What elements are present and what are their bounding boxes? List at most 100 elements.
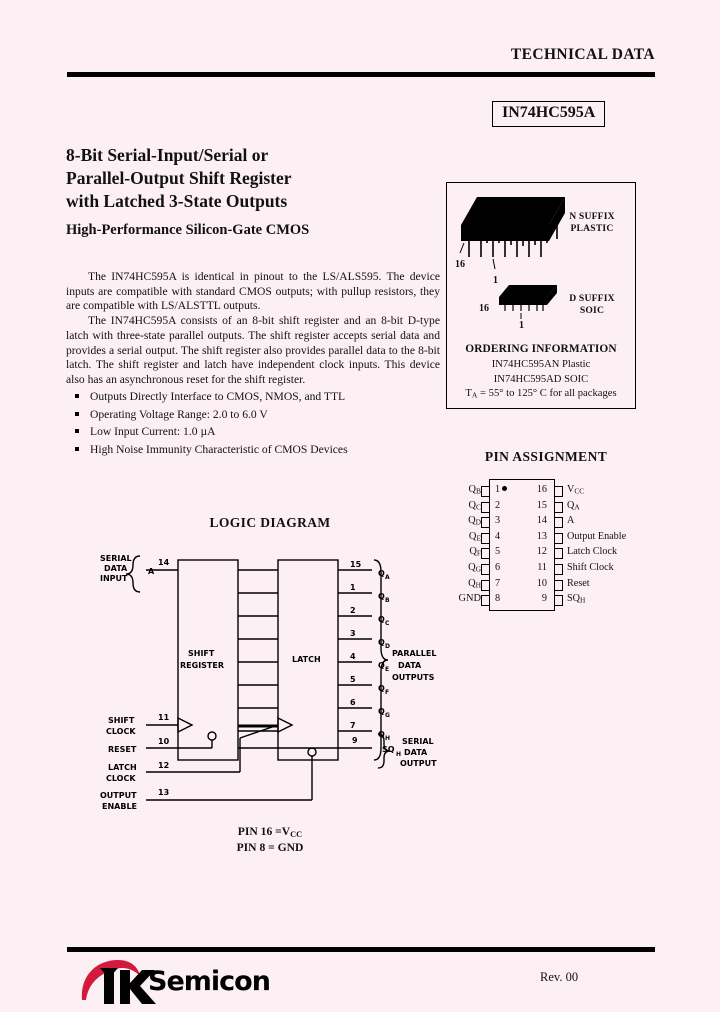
pin-right-label-9: SQH	[567, 593, 586, 605]
pin-right-number-15: 15	[536, 499, 547, 511]
pin-11-number: 11	[158, 713, 170, 722]
pin-supply-note: PIN 16 =VCC PIN 8 = GND	[130, 824, 410, 856]
logic-diagram: SERIAL DATA INPUT A 14 SHIFT REGISTER LA…	[100, 548, 445, 828]
d-suffix-line-2: SOIC	[579, 304, 605, 316]
pin-assignment-title: PIN ASSIGNMENT	[484, 449, 608, 464]
title-line-1: 8-Bit Serial-Input/Serial or	[66, 145, 269, 165]
pin-pad-2	[481, 501, 490, 513]
output-label-QG: Q	[378, 707, 385, 716]
pin-left-label-3: QD	[468, 515, 481, 527]
pin-left-label-2: QC	[468, 499, 482, 512]
pin-right-label-16: VCC	[567, 484, 585, 496]
n-suffix-line-1: N SUFFIX	[569, 211, 615, 222]
iksemicon-logo-icon	[81, 960, 156, 1004]
serial-data-input-line-2: DATA	[104, 564, 128, 573]
ordering-information-title: ORDERING INFORMATION	[465, 343, 617, 355]
pin-pad-4	[481, 532, 490, 544]
pin-left-label-5: QF	[469, 546, 481, 559]
list-item: Low Input Current: 1.0 µA	[66, 423, 446, 441]
output-pin-number-6: 6	[350, 698, 356, 707]
temp-symbol: T	[465, 388, 472, 400]
shift-clock-2: CLOCK	[106, 727, 136, 736]
output-subscript-H: H	[385, 735, 390, 742]
pin-right-label-15: QA	[567, 499, 580, 512]
pin-10-number: 10	[158, 737, 170, 746]
n-suffix-line-2: PLASTIC	[570, 222, 614, 234]
ordering-part-soic: IN74HC595AD SOIC	[493, 373, 589, 385]
pin-pad-15	[554, 501, 563, 513]
reset-label: RESET	[108, 745, 137, 754]
part-number-badge: IN74HC595A	[492, 101, 606, 127]
pin-pad-3	[481, 517, 490, 529]
pin-left-number-6: 6	[495, 562, 501, 573]
output-pin-number-5: 5	[350, 675, 356, 684]
page-title: 8-Bit Serial-Input/Serial or Parallel-Ou…	[66, 144, 436, 213]
parallel-outputs-3: OUTPUTS	[392, 673, 435, 682]
pin-left-number-3: 3	[495, 515, 501, 527]
pin-note-vcc-subscript: CC	[290, 829, 303, 839]
pin-pad-11	[554, 564, 563, 575]
latch-label: LATCH	[292, 655, 321, 664]
input-pin-14: 14	[158, 558, 170, 567]
features-list: Outputs Directly Interface to CMOS, NMOS…	[66, 388, 446, 458]
ordering-information-box: N SUFFIX PLASTIC D SUFFIX SOIC 16 1 16 1…	[446, 182, 636, 409]
pin-left-label-8: GND	[458, 593, 481, 605]
d-suffix-label: D SUFFIX SOIC	[555, 293, 629, 317]
pin-right-label-14: A	[567, 515, 575, 527]
soic-pin1-number: 1	[519, 320, 524, 331]
output-pin-number-15: 15	[350, 560, 362, 569]
temperature-range: TA = 55° to 125° C for all packages	[447, 387, 635, 402]
pin-12-number: 12	[158, 761, 169, 770]
parallel-outputs-2: DATA	[398, 661, 422, 670]
pin-9-number: 9	[352, 736, 358, 745]
pin-pad-9	[554, 595, 563, 607]
serial-data-input-line-3: INPUT	[100, 574, 128, 583]
output-label-QF: Q	[378, 684, 385, 693]
description-paragraph-2: The IN74HC595A consists of an 8-bit shif…	[66, 314, 440, 387]
package-drawing	[459, 197, 565, 319]
serial-out-subscript: H	[396, 751, 401, 758]
ordering-information-lines: IN74HC595AN Plastic IN74HC595AD SOIC TA …	[447, 358, 635, 402]
pin-right-label-13: Output Enable	[567, 530, 627, 542]
dip-package-outline	[489, 479, 555, 611]
list-item: Operating Voltage Range: 2.0 to 6.0 V	[66, 406, 446, 424]
pin-right-number-11: 11	[537, 562, 547, 573]
pin-left-label-4: QE	[468, 530, 481, 543]
parallel-outputs-1: PARALLEL	[392, 649, 436, 658]
pin-left-number-8: 8	[495, 593, 501, 605]
shift-register-label-1: SHIFT	[188, 649, 215, 658]
temp-range-text: = 55° to 125° C for all packages	[477, 388, 617, 400]
output-pin-number-7: 7	[350, 721, 356, 730]
title-line-2: Parallel-Output Shift Register	[66, 168, 292, 189]
output-subscript-B: B	[385, 597, 390, 604]
pin-right-number-13: 13	[536, 530, 547, 542]
output-pin-number-3: 3	[350, 629, 356, 638]
pin-13-number: 13	[158, 788, 169, 797]
footer-rule	[67, 947, 655, 952]
page-subtitle: High-Performance Silicon-Gate CMOS	[66, 222, 310, 238]
pin-right-label-10: Reset	[567, 577, 590, 589]
output-label-QH: Q	[378, 730, 385, 739]
output-label-QE: Q	[378, 661, 385, 670]
logic-diagram-title: LOGIC DIAGRAM	[209, 515, 331, 530]
pin-right-number-16: 16	[536, 484, 547, 495]
pin-left-label-7: QH	[468, 577, 481, 590]
pin-pad-8	[481, 595, 490, 607]
input-label-a: A	[148, 567, 155, 576]
serial-data-output-3: OUTPUT	[400, 759, 437, 768]
dip-pin1-number: 1	[493, 275, 498, 286]
header-rule	[67, 72, 655, 77]
output-enable-2: ENABLE	[102, 802, 137, 811]
pin-note-line-2: PIN 8 = GND	[236, 841, 304, 855]
pin-left-number-2: 2	[495, 499, 501, 511]
dip-pin16-number: 16	[455, 259, 465, 270]
output-label-QA: Q	[378, 569, 385, 578]
output-label-QC: Q	[378, 615, 385, 624]
logic-diagram-svg: SERIAL DATA INPUT A 14 SHIFT REGISTER LA…	[100, 554, 437, 811]
output-label-QD: Q	[378, 638, 385, 647]
output-pin-number-1: 1	[350, 583, 356, 592]
pin-right-label-11: Shift Clock	[567, 562, 614, 573]
logo-wordmark: Semicon	[148, 966, 271, 997]
serial-data-input-line-1: SERIAL	[100, 554, 132, 563]
